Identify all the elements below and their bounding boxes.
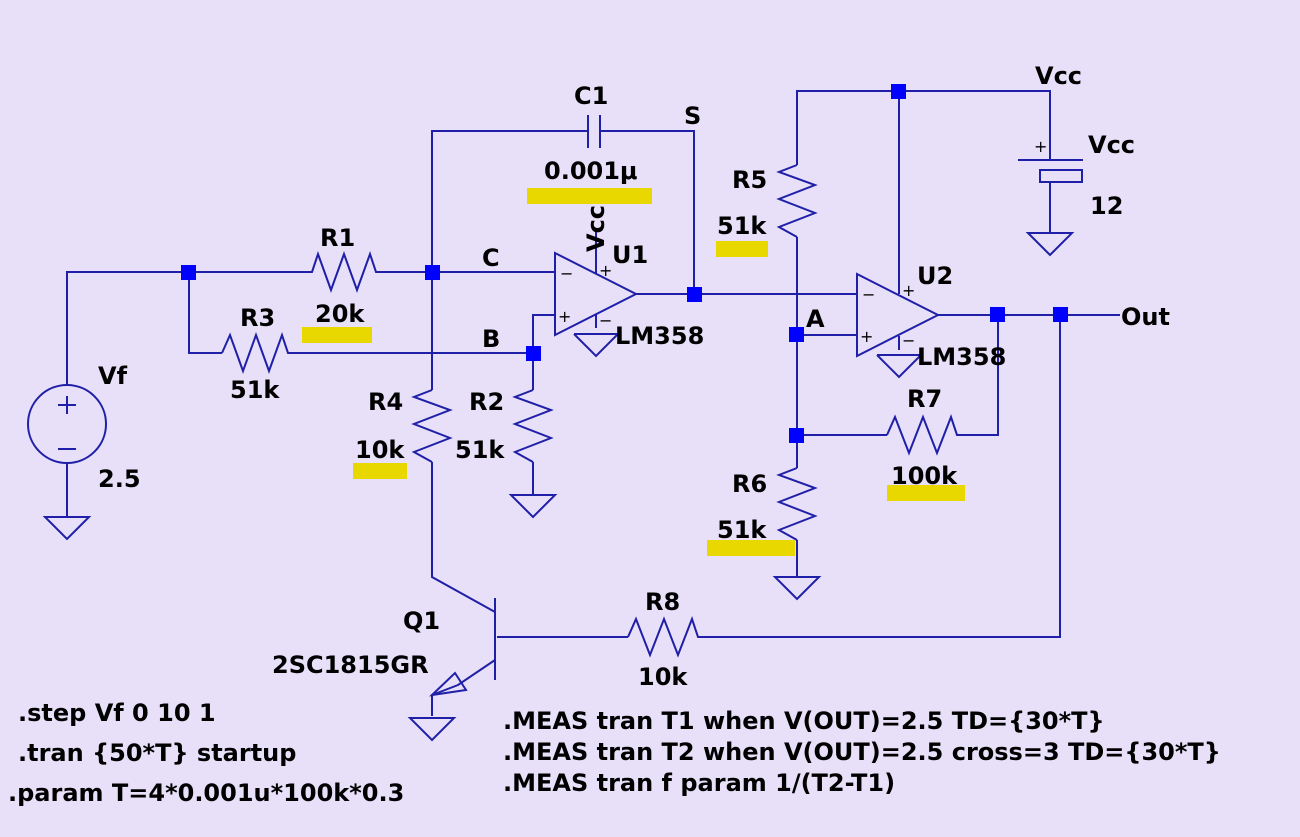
r8-value: 10k [638, 663, 688, 691]
u1-vcc-label: Vcc [582, 205, 610, 252]
q1-name: Q1 [403, 607, 440, 635]
c1-value-highlight [527, 188, 652, 204]
ground-icon [407, 717, 457, 742]
u1-model: LM358 [615, 322, 704, 350]
r7-value: 100k [891, 462, 958, 490]
vf-voltage-source[interactable] [27, 384, 107, 464]
r7-resistor[interactable] [886, 414, 962, 456]
net-s-label: S [684, 102, 701, 130]
vcc-battery-value: 12 [1090, 192, 1123, 220]
r6-name: R6 [732, 470, 767, 498]
c1-capacitor[interactable] [587, 115, 601, 148]
u1-plus-pin: + [558, 307, 571, 326]
r2-resistor[interactable] [512, 389, 554, 463]
u2-name: U2 [917, 262, 953, 290]
vcc-plus-pin: + [1034, 137, 1047, 156]
wires [66, 90, 1120, 638]
r5-name: R5 [732, 166, 767, 194]
u1-opamp[interactable]: − + + − [554, 232, 639, 358]
r1-name: R1 [320, 224, 355, 252]
u2-minus-pin: − [862, 285, 875, 304]
vf-name: Vf [98, 362, 128, 390]
r8-resistor[interactable] [627, 616, 706, 658]
r3-name: R3 [240, 304, 275, 332]
u2-vminus-pin: − [902, 331, 915, 350]
u1-vplus-pin: + [599, 261, 612, 280]
directive-tran[interactable]: .tran {50*T} startup [18, 739, 296, 767]
u2-model: LM358 [917, 343, 1006, 371]
ground-icon [42, 516, 92, 541]
r8-name: R8 [645, 588, 680, 616]
u2-plus-pin: + [860, 327, 873, 346]
r3-value: 51k [230, 376, 280, 404]
u2-opamp[interactable]: − + + − [856, 272, 941, 379]
net-vcc-label: Vcc [1035, 62, 1082, 90]
r4-value-highlight [353, 463, 407, 479]
u1-minus-pin: − [560, 264, 573, 283]
r5-resistor[interactable] [776, 164, 818, 238]
r6-value: 51k [717, 516, 767, 544]
r4-value: 10k [355, 436, 405, 464]
u1-vminus-pin: − [599, 311, 612, 330]
vf-value: 2.5 [98, 465, 141, 493]
directive-meas-t2[interactable]: .MEAS tran T2 when V(OUT)=2.5 cross=3 TD… [503, 738, 1221, 766]
r5-value: 51k [717, 212, 767, 240]
net-b-label: B [482, 325, 500, 353]
ground-icon [508, 494, 558, 519]
c1-value: 0.001μ [544, 157, 638, 185]
r7-value-highlight [887, 485, 965, 501]
q1-model: 2SC1815GR [272, 651, 429, 679]
r4-name: R4 [368, 388, 403, 416]
r3-resistor[interactable] [221, 331, 295, 374]
c1-name: C1 [574, 82, 608, 110]
u2-vplus-pin: + [902, 281, 915, 300]
directive-param[interactable]: .param T=4*0.001u*100k*0.3 [8, 779, 404, 807]
directive-meas-f[interactable]: .MEAS tran f param 1/(T2-T1) [503, 769, 895, 797]
directive-meas-t1[interactable]: .MEAS tran T1 when V(OUT)=2.5 TD={30*T} [503, 707, 1105, 735]
net-a-label: A [806, 305, 825, 333]
r1-resistor[interactable] [302, 250, 380, 293]
vcc-battery-name: Vcc [1088, 131, 1135, 159]
r1-value-highlight [302, 327, 372, 343]
junction-dots [181, 84, 1068, 443]
vcc-battery[interactable]: + [1018, 137, 1083, 183]
r6-value-highlight [707, 540, 795, 556]
q1-transistor[interactable] [429, 598, 496, 716]
r5-value-highlight [716, 241, 768, 257]
r6-resistor[interactable] [776, 467, 818, 541]
ground-icon [772, 576, 822, 601]
r2-name: R2 [469, 388, 504, 416]
u1-name: U1 [612, 241, 648, 269]
r7-name: R7 [907, 385, 942, 413]
ground-icon [1025, 232, 1075, 257]
r2-value: 51k [455, 436, 505, 464]
r1-value: 20k [315, 300, 365, 328]
directive-step[interactable]: .step Vf 0 10 1 [18, 699, 216, 727]
net-out-label: Out [1121, 303, 1170, 331]
r4-resistor[interactable] [411, 389, 453, 463]
net-c-label: C [482, 244, 500, 272]
